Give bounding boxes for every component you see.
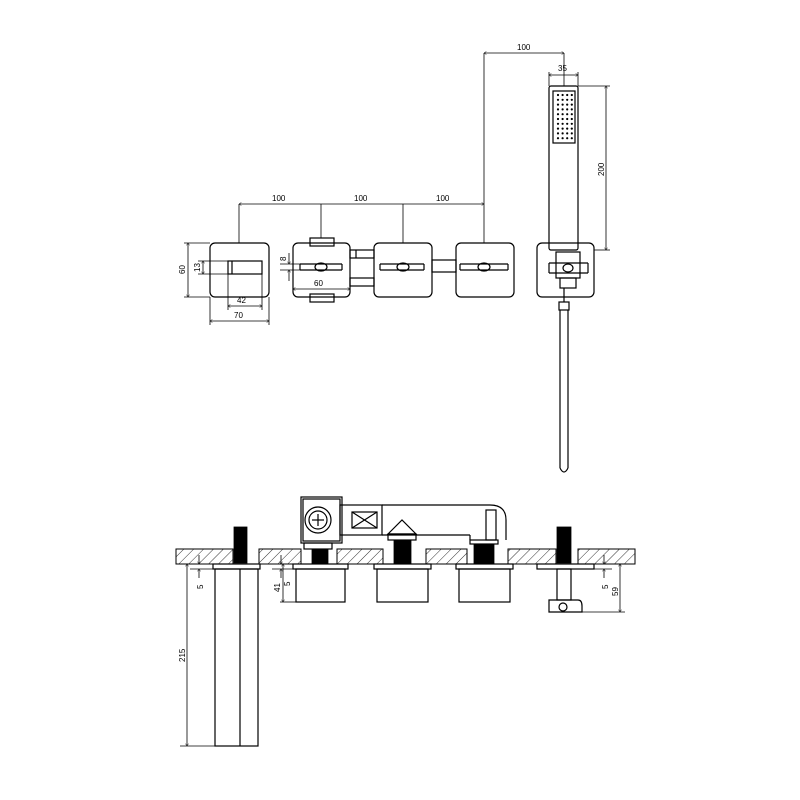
nozzle-dot bbox=[566, 93, 569, 97]
connecting-pipe-top bbox=[349, 249, 457, 287]
handle-plate-dimensions: 8 60 bbox=[279, 253, 350, 290]
spout-side bbox=[212, 526, 261, 747]
nozzle-dot bbox=[561, 117, 564, 121]
handle-3-side bbox=[455, 539, 514, 603]
nozzle-dot bbox=[561, 137, 564, 140]
nozzle-dot bbox=[556, 108, 560, 111]
pipe-assembly-side bbox=[382, 504, 507, 541]
top-view: 100 100 100 100 35 200 60 13 bbox=[178, 43, 610, 473]
nozzle-dot bbox=[566, 108, 569, 111]
spout-plate-dimensions: 60 13 42 70 bbox=[178, 243, 269, 325]
dim-body-below-deck: 41 bbox=[273, 583, 282, 592]
dim-deck-right: 5 bbox=[601, 584, 610, 589]
dim-diverter-below-deck: 59 bbox=[611, 587, 620, 596]
nozzle-dot bbox=[561, 93, 564, 97]
shower-hose bbox=[558, 288, 570, 473]
side-view: 5 5 41 5 59 215 bbox=[175, 496, 636, 747]
handshower-holder-side bbox=[536, 526, 595, 613]
dim-spacing-4: 100 bbox=[517, 43, 531, 52]
dim-handshower-width: 35 bbox=[558, 64, 567, 73]
nozzle-dot bbox=[556, 103, 560, 106]
dim-spacing-2: 100 bbox=[354, 194, 368, 203]
nozzle-dot bbox=[570, 132, 573, 135]
nozzle-dots bbox=[556, 93, 573, 140]
nozzle-dot bbox=[566, 117, 569, 121]
nozzle-dot bbox=[570, 98, 573, 101]
nozzle-dot bbox=[561, 103, 564, 106]
nozzle-dot bbox=[556, 127, 560, 130]
dim-plate-width: 70 bbox=[234, 311, 243, 320]
nozzle-dot bbox=[566, 98, 569, 101]
nozzle-dot bbox=[556, 98, 560, 101]
nozzle-dot bbox=[556, 117, 560, 121]
nozzle-dot bbox=[566, 113, 569, 116]
nozzle-dot bbox=[570, 127, 573, 130]
nozzle-dot bbox=[566, 127, 569, 130]
nozzle-dot bbox=[570, 117, 573, 121]
handle-plate-3 bbox=[455, 242, 515, 298]
nozzle-dot bbox=[561, 113, 564, 116]
dim-spacing-1: 100 bbox=[272, 194, 286, 203]
deck-surface bbox=[175, 548, 636, 565]
nozzle-dot bbox=[566, 137, 569, 140]
nozzle-dot bbox=[570, 93, 573, 97]
dim-spout-width: 42 bbox=[237, 296, 246, 305]
nozzle-dot bbox=[570, 103, 573, 106]
side-dimensions: 5 5 41 5 59 215 bbox=[178, 555, 625, 746]
handshower-dimensions: 35 200 bbox=[549, 64, 610, 250]
handshower-holder-plate bbox=[536, 242, 595, 298]
nozzle-dot bbox=[570, 122, 573, 125]
valve-body-side bbox=[292, 496, 383, 603]
dim-handle-plate-width: 60 bbox=[314, 279, 323, 288]
dim-spout-length: 215 bbox=[178, 648, 187, 662]
nozzle-dot bbox=[570, 108, 573, 111]
nozzle-dot bbox=[566, 122, 569, 125]
nozzle-dot bbox=[561, 132, 564, 135]
nozzle-dot bbox=[561, 127, 564, 130]
dim-handshower-height: 200 bbox=[597, 162, 606, 176]
nozzle-dot bbox=[566, 103, 569, 106]
nozzle-dot bbox=[561, 98, 564, 101]
nozzle-dot bbox=[556, 137, 560, 140]
nozzle-dot bbox=[556, 132, 560, 135]
dim-deck-mid: 5 bbox=[283, 581, 292, 586]
handle-plate-1 bbox=[292, 237, 351, 303]
dim-spacing-3: 100 bbox=[436, 194, 450, 203]
nozzle-dot bbox=[570, 113, 573, 116]
nozzle-dot bbox=[570, 137, 573, 140]
dim-handle-offset: 8 bbox=[279, 256, 288, 261]
handle-plate-2 bbox=[373, 242, 433, 298]
dim-plate-height: 60 bbox=[178, 265, 187, 274]
dim-spout-height: 13 bbox=[193, 263, 202, 272]
nozzle-dot bbox=[561, 122, 564, 125]
handle-2-side bbox=[373, 519, 432, 603]
nozzle-dot bbox=[561, 108, 564, 111]
nozzle-dot bbox=[566, 132, 569, 135]
nozzle-dot bbox=[556, 93, 560, 97]
nozzle-dot bbox=[556, 113, 560, 116]
hand-shower bbox=[548, 85, 579, 251]
nozzle-dot bbox=[556, 122, 560, 125]
spout-top-plate bbox=[209, 242, 270, 298]
spacing-dimensions: 100 100 100 100 bbox=[239, 43, 564, 243]
dim-deck-left: 5 bbox=[196, 584, 205, 589]
